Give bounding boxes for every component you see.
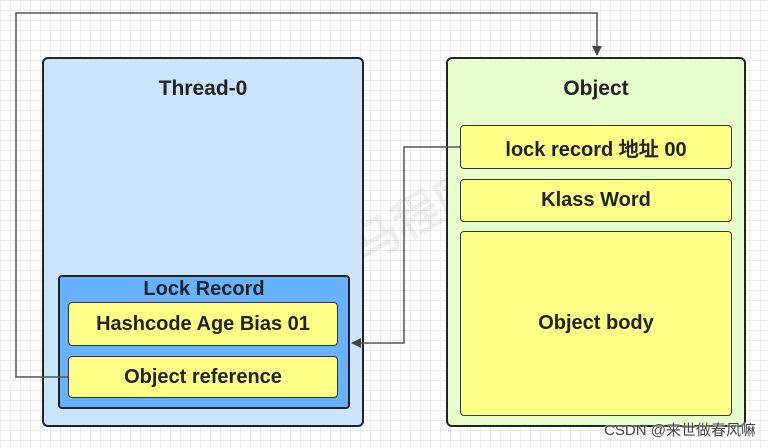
object-title: Object — [563, 77, 629, 100]
thread-title: Thread-0 — [158, 77, 248, 100]
object-body-cell: Object body — [460, 231, 732, 416]
hashcode-age-bias-cell: Hashcode Age Bias 01 — [68, 302, 338, 346]
klass-word-cell: Klass Word — [460, 179, 732, 222]
credit-text: CSDN @来世做春风嘛 — [604, 422, 756, 439]
lock-record-address-cell: lock record 地址 00 — [460, 125, 732, 169]
object-reference-cell: Object reference — [68, 356, 338, 398]
lock-record-title: Lock Record — [143, 278, 265, 300]
